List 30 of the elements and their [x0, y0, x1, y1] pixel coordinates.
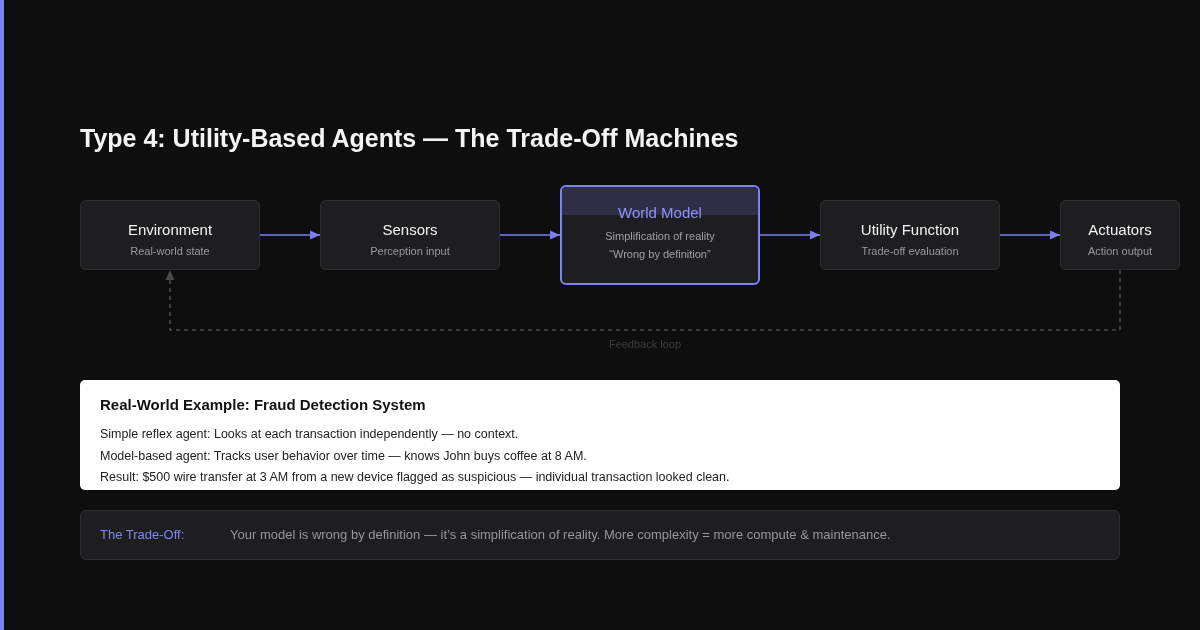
- diagram-title: Type 4: Utility-Based Agents — The Trade-Off Machines: [80, 123, 739, 154]
- arrow: [759, 230, 821, 240]
- process-box: [1060, 200, 1180, 270]
- node-title: World Model: [617, 203, 703, 223]
- node-subtitle: Trade-off evaluation: [860, 244, 960, 258]
- node-title: Sensors: [381, 220, 439, 240]
- node-subtitle: Perception input: [369, 244, 451, 258]
- example-panel: [80, 380, 1120, 490]
- arrow: [499, 230, 561, 240]
- note-label: The Trade-Off:: [100, 525, 185, 543]
- highlighted-process-box: [560, 185, 760, 285]
- arrow: [259, 230, 321, 240]
- node-title: Actuators: [1087, 220, 1153, 240]
- example-line: Result: $500 wire transfer at 3 AM from a new device flagged as suspicious — individual transaction looked clean.: [100, 469, 730, 485]
- example-line: Simple reflex agent: Looks at each transaction independently — no context.: [100, 426, 519, 442]
- dashed-arrow: [165, 269, 1121, 331]
- node-subtitle: Real-world state: [129, 244, 211, 258]
- process-box: [320, 200, 500, 270]
- note-panel: [80, 510, 1120, 560]
- arrow: [999, 230, 1061, 240]
- node-subtitle: Action output: [1086, 244, 1154, 258]
- panel-heading: Real-World Example: Fraud Detection System: [100, 395, 426, 415]
- node-title: Environment: [126, 220, 214, 240]
- note-text: Your model is wrong by definition — it’s a simplification of reality. More complexity = more compute & maintenance.: [230, 525, 891, 543]
- process-box: [820, 200, 1000, 270]
- node-subtitle: “Wrong by definition”: [608, 247, 712, 261]
- process-box: [80, 200, 260, 270]
- node-title: Utility Function: [859, 220, 961, 240]
- node-subtitle: Simplification of reality: [604, 229, 716, 243]
- example-line: Model-based agent: Tracks user behavior over time — knows John buys coffee at 8 AM.: [100, 447, 587, 464]
